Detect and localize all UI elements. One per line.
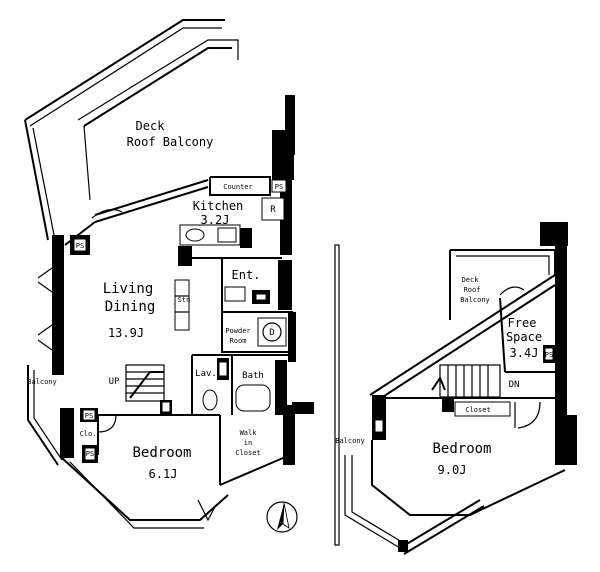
living-left-wall xyxy=(52,235,64,375)
lower-deck-label-2: Roof Balcony xyxy=(127,135,214,149)
upper-balcony-label: Balcony xyxy=(335,437,365,445)
ps-bottom-mid-label: PS xyxy=(85,412,93,420)
living-label-1: Living xyxy=(103,281,154,297)
counter-label: Counter xyxy=(223,183,253,191)
walk-in-closet-label-2: in xyxy=(244,439,252,447)
living-window-upper xyxy=(37,267,53,293)
upper-deck-label-3: Balcony xyxy=(460,296,490,304)
north-arrow-icon xyxy=(266,501,298,533)
ps-bottom-left-label: PS xyxy=(64,414,72,422)
powder-room-label-1: Powder xyxy=(225,327,250,335)
upper-closet-label: Closet xyxy=(465,406,490,414)
powder-room-label-2: Room xyxy=(230,337,247,345)
living-window-lower xyxy=(37,324,53,351)
left-balcony-outline xyxy=(27,365,59,466)
bath-label: Bath xyxy=(242,371,264,381)
upper-right-column-bottom xyxy=(555,415,577,465)
lavatory-label: Lav. xyxy=(195,369,217,379)
upper-left-rail xyxy=(334,244,340,546)
upper-stairs xyxy=(431,364,501,398)
lower-floor-labels: Deck Roof Balcony Counter PS Kitchen 3.2… xyxy=(27,119,287,481)
fridge-label: R xyxy=(270,205,276,215)
closet-small-label: Clo. xyxy=(80,430,97,438)
lower-deck-outline xyxy=(24,19,239,241)
kitchen-sink xyxy=(185,228,205,242)
lower-floor-plan xyxy=(24,19,314,529)
cooktop xyxy=(217,227,237,243)
toilet xyxy=(202,389,218,411)
kitchen-label: Kitchen xyxy=(193,199,244,213)
bedroom-left-wall xyxy=(60,408,74,458)
free-space-size: 3.4J xyxy=(510,346,539,360)
upper-deck-label-1: Deck xyxy=(462,276,480,284)
dn-label: DN xyxy=(509,380,520,390)
walk-in-closet-label-3: Closet xyxy=(235,449,260,457)
left-balcony-label: Balcony xyxy=(27,378,57,386)
storage-cabinet xyxy=(174,279,190,331)
free-space-label-2: Space xyxy=(506,330,542,344)
fridge-box xyxy=(261,197,285,221)
lower-deck-label-1: Deck xyxy=(136,119,166,133)
living-label-2: Dining xyxy=(105,299,156,315)
bathtub xyxy=(235,384,271,412)
upper-floor-plan xyxy=(334,222,577,555)
upper-closet-box xyxy=(454,401,511,417)
ps-left-label: PS xyxy=(76,242,84,250)
bedroom-door-swing xyxy=(97,414,117,433)
lower-stairs xyxy=(125,364,165,402)
right-wall-top xyxy=(285,95,295,155)
upper-floor-labels: Deck Roof Balcony Free Space 3.4J PS DN … xyxy=(335,276,553,477)
kitchen-right-wall xyxy=(280,175,292,255)
ps-corner-label: PS xyxy=(86,450,94,458)
entrance-label: Ent. xyxy=(232,268,261,282)
right-wall-bottom xyxy=(283,405,295,465)
kitchen-pillar xyxy=(178,246,192,266)
upper-ps-label: PS xyxy=(545,351,553,359)
upper-right-wall xyxy=(555,240,567,420)
washer-label: D xyxy=(269,328,274,338)
up-label: UP xyxy=(109,377,120,387)
lower-bedroom-size: 6.1J xyxy=(149,467,178,481)
upper-bedroom-door-swing xyxy=(514,401,541,429)
kitchen-size: 3.2J xyxy=(201,213,230,227)
bedroom-window-swing xyxy=(197,499,217,522)
storage-label: Stn xyxy=(178,296,191,304)
ps-upper-label: PS xyxy=(275,183,283,191)
upper-bedroom-left-wall xyxy=(372,395,386,440)
free-space-label-1: Free xyxy=(508,316,537,330)
deck-door-swing xyxy=(91,208,123,219)
living-size: 13.9J xyxy=(108,326,144,340)
upper-deck-label-2: Roof xyxy=(464,286,481,294)
upper-bedroom-label: Bedroom xyxy=(432,441,491,457)
shoe-cabinet xyxy=(224,286,246,302)
walk-in-closet-label-1: Walk xyxy=(240,429,258,437)
upper-bedroom-size: 9.0J xyxy=(438,463,467,477)
lower-bedroom-label: Bedroom xyxy=(132,445,191,461)
upper-deck-door-swing xyxy=(499,286,525,296)
